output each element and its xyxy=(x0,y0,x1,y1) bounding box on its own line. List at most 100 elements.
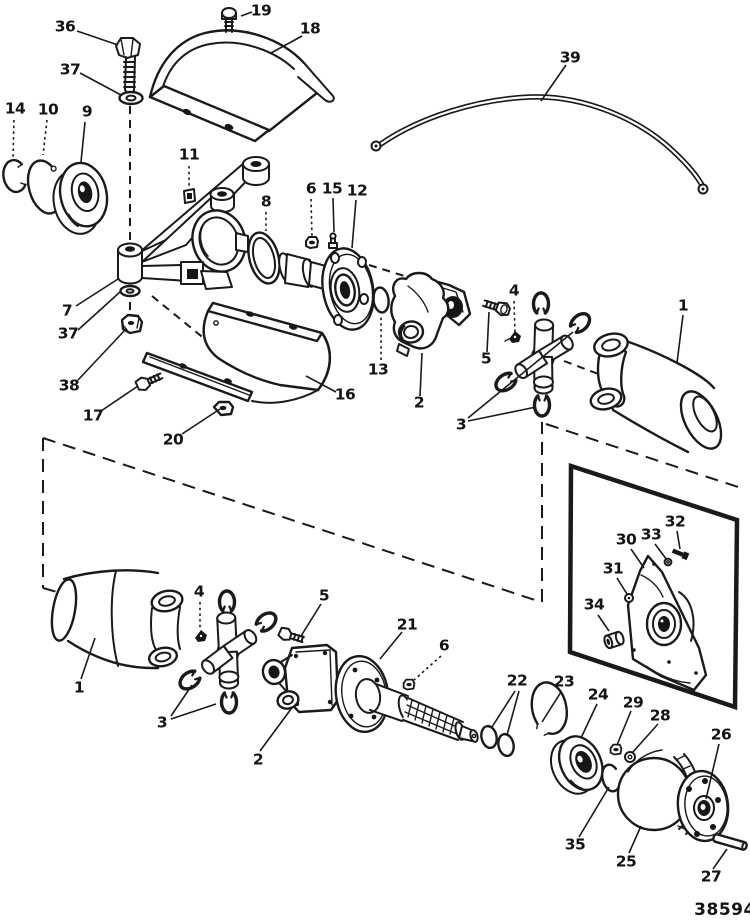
part-14-snap-ring xyxy=(2,158,27,194)
part-5-bolt-lower xyxy=(277,626,305,644)
part-35-snap-ring xyxy=(600,763,621,793)
part-callout-37: 37 xyxy=(57,324,79,343)
part-28-washer xyxy=(624,751,636,763)
snap-ring-3c xyxy=(490,369,520,397)
part-callout-22: 22 xyxy=(506,671,528,690)
snap-ring-3d xyxy=(532,394,552,418)
part-2-yoke-upper xyxy=(390,271,472,357)
part-callout-23: 23 xyxy=(553,672,575,691)
snap-ring-3f xyxy=(252,607,281,636)
part-callout-37: 37 xyxy=(59,60,81,79)
part-callout-8: 8 xyxy=(260,192,272,211)
part-29-nut xyxy=(609,743,623,756)
part-callout-2: 2 xyxy=(252,750,264,769)
part-callout-33: 33 xyxy=(640,525,662,544)
part-callout-4: 4 xyxy=(193,582,205,601)
part-1-yoke-upper xyxy=(589,332,723,454)
part-callout-6: 6 xyxy=(438,636,450,655)
part-callout-20: 20 xyxy=(162,430,184,449)
part-callout-2: 2 xyxy=(413,393,425,412)
part-callout-1: 1 xyxy=(73,678,85,697)
snap-ring-3b xyxy=(566,308,595,337)
figure-number: 38594 xyxy=(694,900,750,920)
part-37-washer-upper xyxy=(118,90,144,106)
part-callout-7: 7 xyxy=(61,301,73,320)
part-callout-25: 25 xyxy=(615,852,637,871)
part-callout-32: 32 xyxy=(664,512,686,531)
snap-ring-3a xyxy=(531,291,551,315)
part-33-washer xyxy=(663,557,673,567)
part-30-plate xyxy=(626,554,708,692)
part-callout-13: 13 xyxy=(367,360,389,379)
part-callout-15: 15 xyxy=(321,179,343,198)
part-4-grease-fitting-lower xyxy=(195,630,207,642)
part-9-bearing xyxy=(52,161,109,235)
part-callout-14: 14 xyxy=(4,99,26,118)
part-8-seal xyxy=(247,231,281,285)
part-32-screw xyxy=(671,548,690,561)
part-callout-5: 5 xyxy=(480,349,492,368)
part-callout-10: 10 xyxy=(37,100,59,119)
part-19-screw xyxy=(221,7,237,33)
part-3-ujoint-upper xyxy=(490,291,595,418)
part-5-bolt-upper xyxy=(482,299,511,317)
part-31-fitting xyxy=(624,593,634,603)
part-13-o-ring xyxy=(372,286,390,314)
part-1-yoke-lower xyxy=(50,569,184,670)
part-callout-12: 12 xyxy=(346,181,368,200)
part-callout-38: 38 xyxy=(58,376,80,395)
part-callout-28: 28 xyxy=(649,706,671,725)
part-6-nut-lower xyxy=(402,678,416,691)
part-38-nut xyxy=(120,313,144,335)
part-7-bracket xyxy=(117,156,270,290)
part-callout-35: 35 xyxy=(564,835,586,854)
part-37-washer-lower xyxy=(119,284,141,298)
part-2-yoke-lower xyxy=(261,643,340,714)
part-22-o-rings xyxy=(480,724,515,758)
snap-ring-3h xyxy=(219,691,239,715)
part-callout-18: 18 xyxy=(299,19,321,38)
part-21-splined-shaft xyxy=(334,654,479,743)
part-12-flange-shaft xyxy=(278,247,375,331)
part-36-bolt xyxy=(115,37,141,95)
part-callout-19: 19 xyxy=(250,1,272,20)
part-callout-1: 1 xyxy=(677,296,689,315)
part-callout-26: 26 xyxy=(710,725,732,744)
part-15-grease-fitting xyxy=(328,232,338,249)
part-3-ujoint-lower xyxy=(174,589,281,715)
part-callout-6: 6 xyxy=(305,179,317,198)
part-18-upper-shield xyxy=(148,29,335,143)
part-callout-3: 3 xyxy=(156,713,168,732)
part-callout-16: 16 xyxy=(334,385,356,404)
part-17-bolt xyxy=(134,372,164,391)
part-26-hub-flange xyxy=(676,769,730,843)
part-callout-24: 24 xyxy=(587,685,609,704)
part-callout-11: 11 xyxy=(178,145,200,164)
part-callout-30: 30 xyxy=(615,530,637,549)
part-callout-31: 31 xyxy=(602,559,624,578)
part-callout-34: 34 xyxy=(583,595,605,614)
part-callout-39: 39 xyxy=(559,48,581,67)
part-6-nut-upper xyxy=(305,236,319,249)
part-23-snap-ring xyxy=(530,681,568,736)
part-callout-5: 5 xyxy=(318,586,330,605)
part-callout-3: 3 xyxy=(455,415,467,434)
part-27-pin xyxy=(712,833,748,851)
part-34-bushing xyxy=(603,630,625,650)
part-callout-29: 29 xyxy=(622,693,644,712)
part-callout-21: 21 xyxy=(396,615,418,634)
part-callout-36: 36 xyxy=(54,17,76,36)
leader-lines xyxy=(12,11,728,870)
part-39-cable xyxy=(370,94,709,195)
part-callout-4: 4 xyxy=(508,281,520,300)
snap-ring-3e xyxy=(217,589,237,613)
part-callout-9: 9 xyxy=(81,102,93,121)
part-4-grease-fitting-upper xyxy=(504,331,521,343)
part-20-nut xyxy=(212,400,235,417)
part-11-clip xyxy=(183,188,196,204)
part-callout-17: 17 xyxy=(82,406,104,425)
part-16-lower-shield xyxy=(141,301,332,404)
part-callout-27: 27 xyxy=(700,867,722,886)
